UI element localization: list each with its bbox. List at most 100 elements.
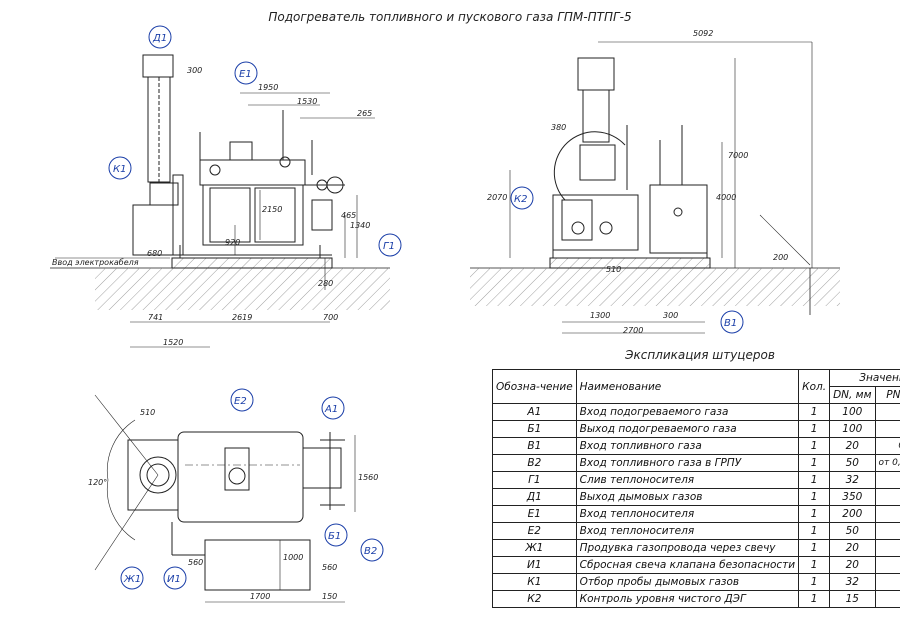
front-view-callouts [108,25,402,257]
dim-680: 680 [147,249,162,258]
side-view [470,41,840,334]
cell-id: Е1 [492,505,577,523]
drawing-title: Подогреватель топливного и пускового газ… [268,10,632,24]
cell-pn: – [874,573,900,591]
cell-name: Вход топливного газа в ГРПУ [575,454,800,472]
callout-e1: Е1 [239,69,252,80]
cell-qty: 1 [798,573,831,591]
dim-2150: 2150 [262,205,282,214]
side-view-dimensions: 5092 7000 4000 2070 380 510 1300 300 270… [487,29,788,335]
callout-i1: И1 [167,574,181,585]
cell-dn: 20 [829,539,876,557]
dim-300-side: 300 [663,311,678,320]
dim-465: 465 [341,211,356,220]
cell-qty: 1 [798,471,831,489]
dim-560-right: 560 [322,563,337,572]
cell-pn: – [874,539,900,557]
cell-pn: – [874,505,900,523]
header-name: Наименование [575,369,800,404]
header-qty: Кол. [798,369,831,404]
callout-zh1: Ж1 [123,574,141,585]
cell-qty: 1 [798,590,831,608]
dim-1700: 1700 [250,592,270,601]
cell-pn: 7,5 [874,403,900,421]
dim-1950: 1950 [258,83,278,92]
plan-view [94,394,356,603]
callout-b1: Б1 [328,531,341,542]
dim-1000: 1000 [283,553,303,562]
header-pn: PN, МПа [874,386,900,404]
explication-title: Экспликация штуцеров [625,348,775,362]
front-view-dimensions: 300 1950 1530 265 2150 920 465 1340 680 … [52,66,372,347]
plan-view-callouts [120,388,384,590]
header-dn: DN, мм [829,386,876,404]
dim-1560: 1560 [358,473,378,482]
cell-id: Б1 [492,420,577,438]
callout-d1: Д1 [152,33,167,44]
dim-2070: 2070 [487,193,507,202]
cell-name: Выход подогреваемого газа [575,420,800,438]
dim-2700: 2700 [623,326,643,335]
cell-name: Контроль уровня чистого ДЭГ [575,590,800,608]
cell-pn: 0,07 [874,437,900,455]
dim-700: 700 [323,313,338,322]
dim-7000: 7000 [728,151,748,160]
dim-200: 200 [773,253,788,262]
dim-280: 280 [318,279,333,288]
cell-name: Слив теплоносителя [575,471,800,489]
cell-qty: 1 [798,454,831,472]
header-designation: Обозна-чение [492,369,577,404]
cell-qty: 1 [798,556,831,574]
cell-name: Выход дымовых газов [575,488,800,506]
dim-920: 920 [225,238,240,247]
dim-150: 150 [322,592,337,601]
cell-pn: – [874,488,900,506]
nozzle-table: Обозна-чение Наименование Кол. Значения … [492,369,900,608]
cell-qty: 1 [798,522,831,540]
cell-pn: – [874,556,900,574]
callout-e2: Е2 [234,396,247,407]
callout-k2: К2 [514,194,527,205]
dim-2619: 2619 [232,313,252,322]
dim-4000: 4000 [716,193,736,202]
cell-name: Вход подогреваемого газа [575,403,800,421]
front-view [50,54,390,348]
cell-dn: 20 [829,437,876,455]
cell-qty: 1 [798,505,831,523]
cell-dn: 32 [829,471,876,489]
cell-pn: – [874,471,900,489]
cell-pn: от 0,3 до 1,2 [874,454,900,472]
dim-1530: 1530 [297,97,317,106]
cell-id: В1 [492,437,577,455]
dim-510: 510 [606,265,621,274]
cell-id: К2 [492,590,577,608]
cell-dn: 50 [829,522,876,540]
cell-id: Г1 [492,471,577,489]
cell-dn: 50 [829,454,876,472]
side-view-callouts [510,186,744,334]
header-values: Значения [829,369,900,387]
dim-380: 380 [551,123,566,132]
cell-qty: 1 [798,488,831,506]
cell-dn: 20 [829,556,876,574]
dim-300: 300 [187,66,202,75]
callout-v1: В1 [724,318,737,329]
cell-name: Вход теплоносителя [575,522,800,540]
dim-1300: 1300 [590,311,610,320]
callout-v2: В2 [364,546,377,557]
dim-741: 741 [148,313,163,322]
cell-dn: 350 [829,488,876,506]
cell-id: В2 [492,454,577,472]
dim-510-plan: 510 [140,408,155,417]
dim-265: 265 [357,109,372,118]
cell-dn: 15 [829,590,876,608]
